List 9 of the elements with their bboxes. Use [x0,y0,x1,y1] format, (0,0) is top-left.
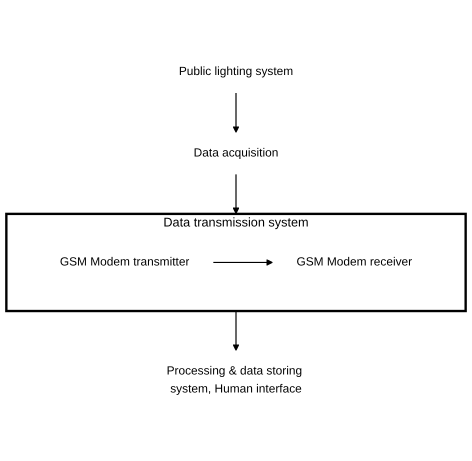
node-text: Processing & data storing system, Human interface [166,364,302,396]
node-text: Data acquisition [194,146,278,160]
arrow [213,258,273,266]
node-text: Public lighting system [178,64,294,78]
node-text: GSM Modem receiver [296,254,412,268]
arrow [232,174,240,214]
arrow [232,92,240,133]
arrow [232,310,240,351]
node-text: GSM Modem transmitter [60,254,190,268]
